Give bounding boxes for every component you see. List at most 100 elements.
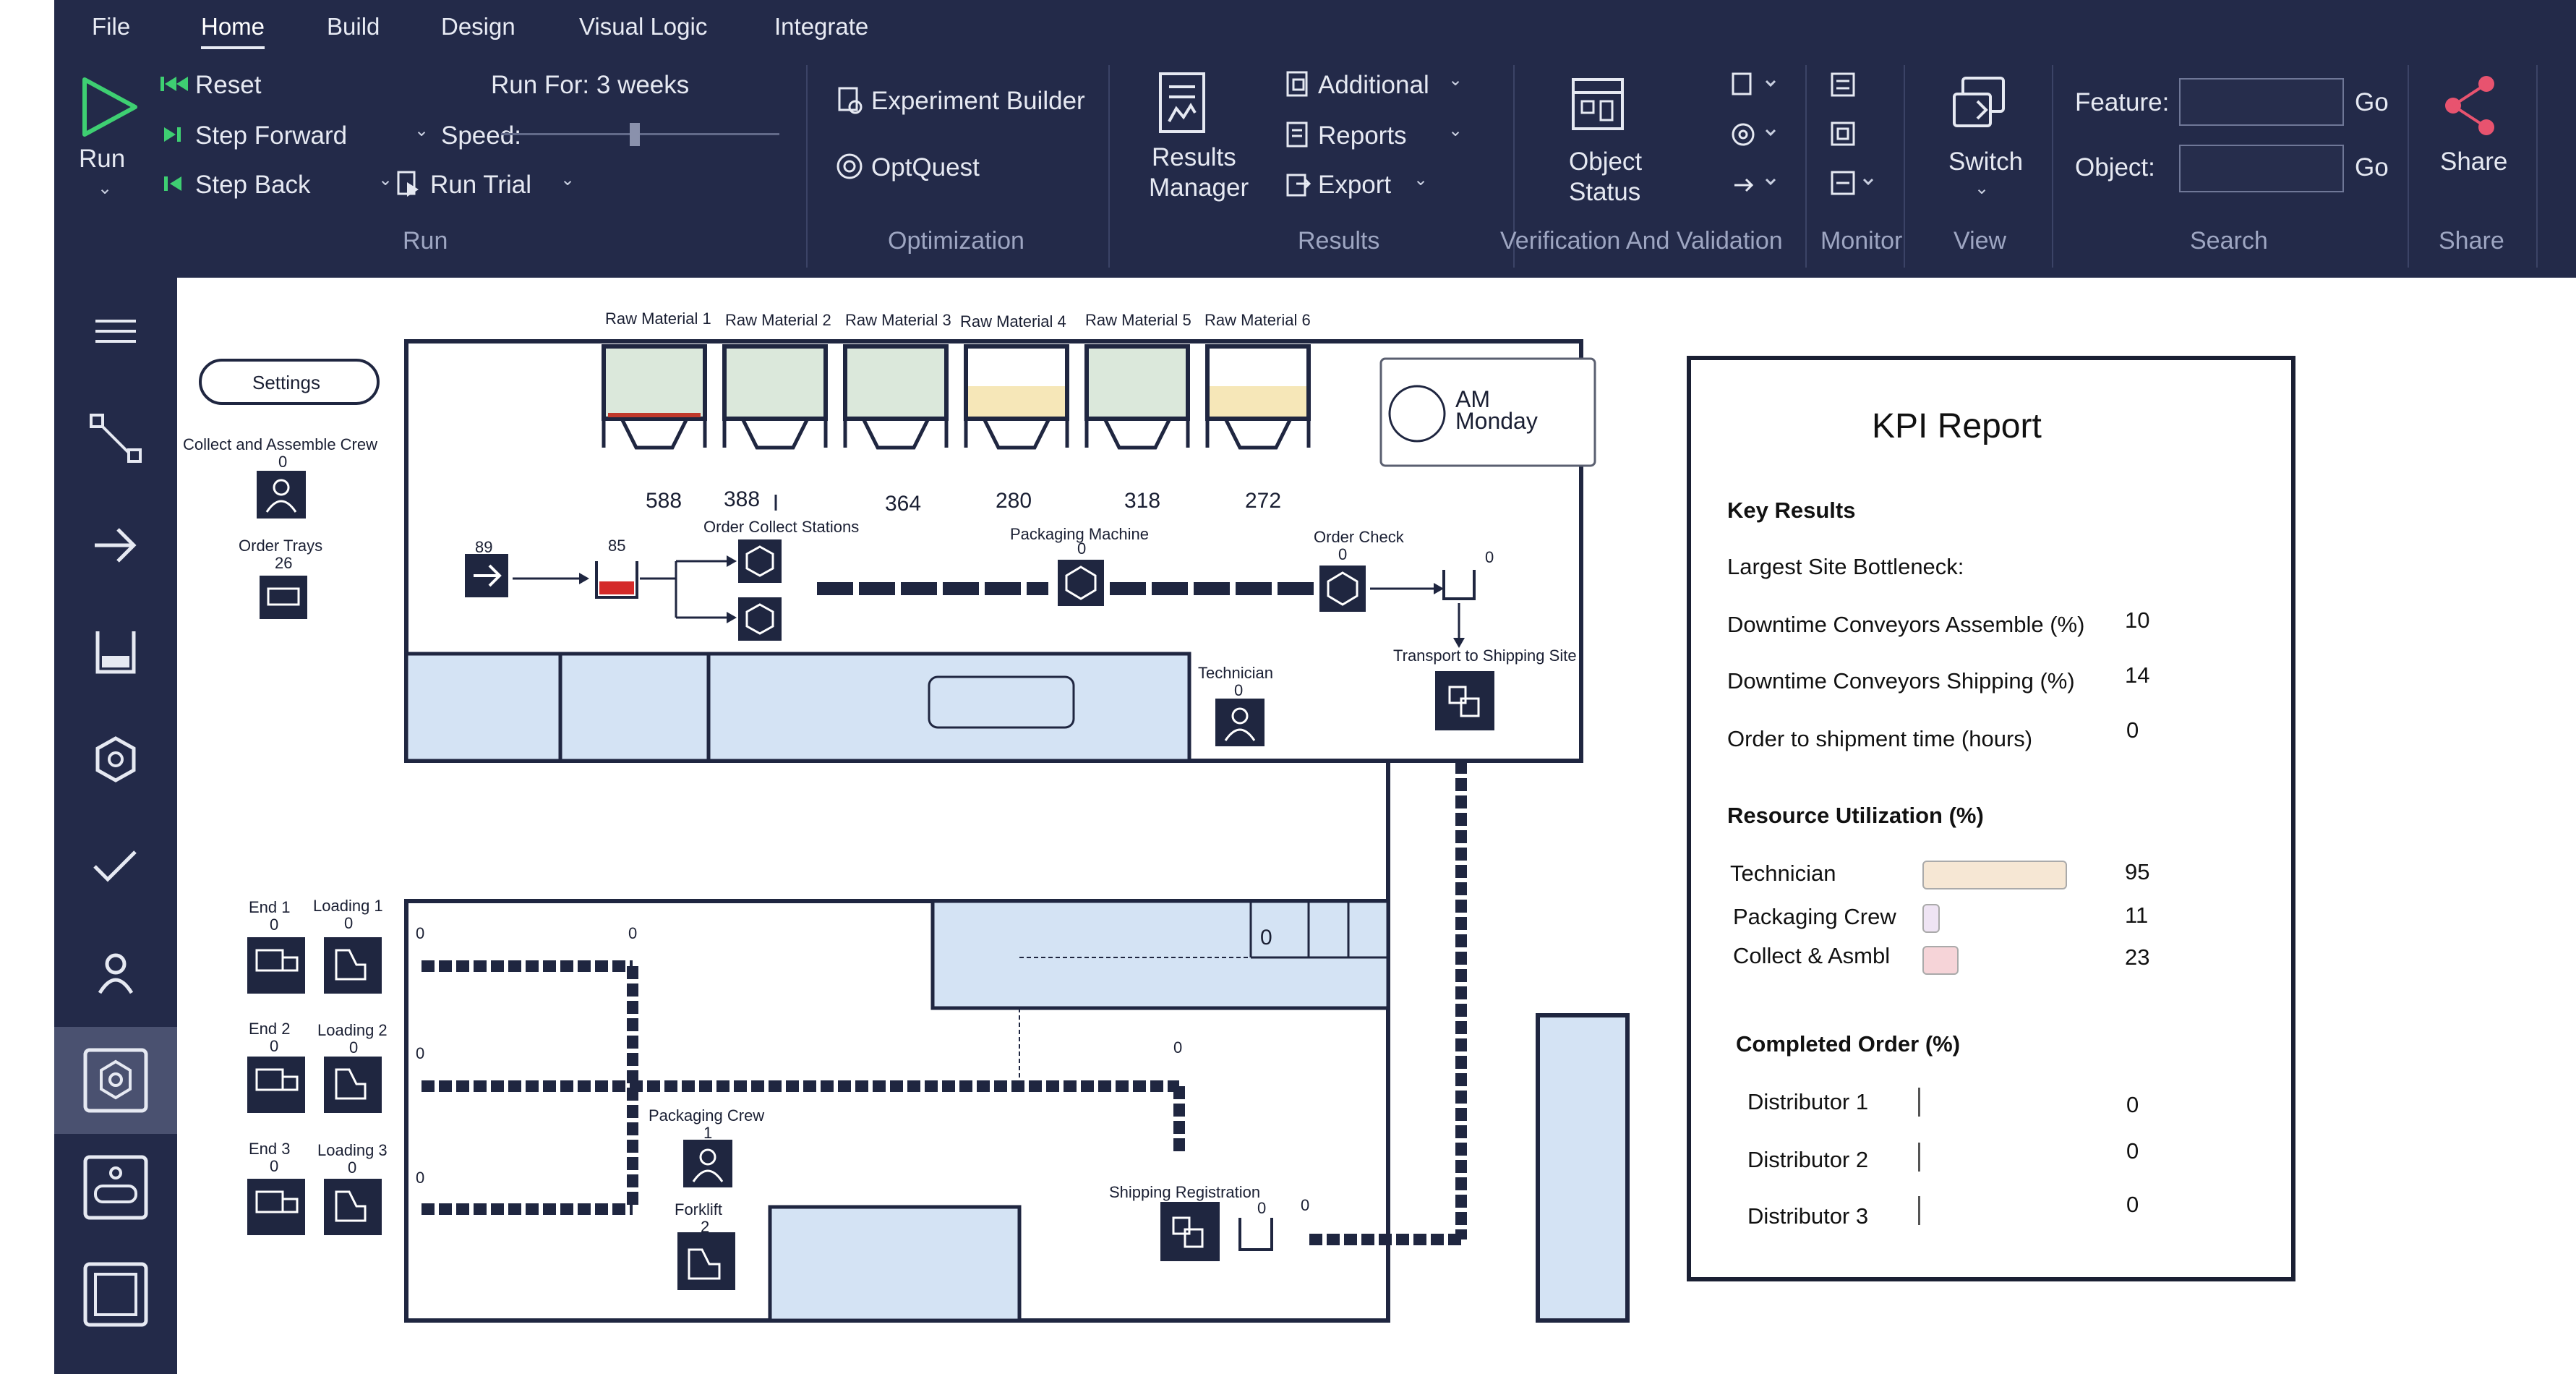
watch-button[interactable] bbox=[1730, 120, 1781, 153]
collect-asmbl-util-bar bbox=[1922, 946, 1959, 975]
chevron-down-icon: ⌄ bbox=[378, 170, 393, 189]
results-manager-button[interactable]: Results Manager bbox=[1149, 71, 1249, 202]
resource-util-heading: Resource Utilization (%) bbox=[1727, 803, 1984, 828]
loading-2-count: 0 bbox=[349, 1038, 359, 1057]
experiment-builder-button[interactable]: Experiment Builder bbox=[835, 85, 1085, 119]
group-separator bbox=[1108, 65, 1110, 268]
reset-button[interactable]: Reset bbox=[158, 71, 261, 101]
lane-1-count-a: 0 bbox=[416, 924, 425, 942]
object-status-button[interactable]: Object Status bbox=[1569, 75, 1642, 206]
menu-toggle-button[interactable] bbox=[54, 278, 177, 385]
menu-build[interactable]: Build bbox=[327, 13, 380, 40]
completed-order-heading: Completed Order (%) bbox=[1736, 1031, 1961, 1057]
packaging-crew-util-label: Packaging Crew bbox=[1733, 904, 1896, 929]
group-separator bbox=[2408, 65, 2409, 268]
jump-button[interactable] bbox=[1730, 169, 1781, 202]
results-manager-label-1: Results bbox=[1152, 143, 1236, 171]
check-queue-count: 0 bbox=[1485, 548, 1494, 566]
activity-alt-tool-button[interactable] bbox=[54, 1027, 177, 1134]
step-forward-button[interactable]: Step Forward ⌄ bbox=[161, 121, 429, 151]
end-2-count: 0 bbox=[270, 1037, 279, 1055]
switch-button[interactable]: Switch ⌄ bbox=[1948, 72, 2023, 198]
group-label-vv: Verification And Validation bbox=[1500, 227, 1783, 255]
forklift-count: 2 bbox=[701, 1218, 710, 1236]
menu-home[interactable]: Home bbox=[201, 13, 265, 49]
technician-util-bar bbox=[1922, 861, 2067, 889]
additional-button[interactable]: Additional ⌄ bbox=[1283, 69, 1463, 102]
shipping-queue bbox=[1238, 1218, 1273, 1251]
menu-design[interactable]: Design bbox=[441, 13, 515, 40]
person-icon bbox=[98, 953, 134, 994]
area-tool-button[interactable] bbox=[54, 1241, 177, 1348]
hamburger-icon bbox=[95, 320, 136, 343]
resource-tool-button[interactable] bbox=[54, 920, 177, 1027]
step-forward-icon bbox=[164, 127, 181, 142]
group-separator bbox=[2536, 65, 2538, 268]
run-button[interactable]: Run ⌄ bbox=[76, 72, 141, 198]
switch-icon bbox=[1953, 77, 2005, 127]
arrival-tool-button[interactable] bbox=[54, 492, 177, 599]
distributor-2-value: 0 bbox=[2126, 1138, 2139, 1164]
packaging-machine-count: 0 bbox=[1077, 539, 1087, 558]
trace-button[interactable] bbox=[1730, 71, 1781, 103]
feature-go-button[interactable]: Go bbox=[2355, 88, 2389, 116]
raw-material-1-count: 588 bbox=[646, 489, 682, 513]
order-trays-resource bbox=[260, 576, 307, 619]
group-label-search: Search bbox=[2190, 227, 2268, 255]
order-check-label: Order Check bbox=[1314, 528, 1404, 546]
storage-room bbox=[768, 1205, 1022, 1323]
facility-layout bbox=[199, 339, 1630, 1323]
list-icon bbox=[1831, 72, 1855, 97]
settings-button[interactable]: Settings bbox=[252, 372, 320, 393]
optquest-label: OptQuest bbox=[871, 153, 980, 182]
group-separator bbox=[806, 65, 808, 268]
slider-thumb[interactable] bbox=[630, 123, 640, 146]
group-label-share: Share bbox=[2439, 227, 2504, 255]
export-button[interactable]: Export ⌄ bbox=[1283, 169, 1428, 202]
monitor-table-button[interactable] bbox=[1829, 120, 1858, 153]
raw-material-2-label: Raw Material 2 bbox=[725, 311, 831, 329]
jump-arrow-icon bbox=[1734, 178, 1776, 192]
reports-label: Reports bbox=[1318, 121, 1407, 150]
object-status-icon bbox=[1572, 78, 1624, 130]
step-back-label: Step Back bbox=[195, 171, 311, 199]
trace-icon bbox=[1732, 72, 1776, 95]
step-back-icon bbox=[164, 176, 181, 191]
feature-input[interactable] bbox=[2179, 78, 2344, 126]
menu-file[interactable]: File bbox=[92, 13, 131, 40]
menu-visual-logic[interactable]: Visual Logic bbox=[579, 13, 708, 40]
object-go-button[interactable]: Go bbox=[2355, 153, 2389, 182]
share-label: Share bbox=[2440, 148, 2508, 176]
order-queue bbox=[595, 561, 638, 599]
group-separator bbox=[1513, 65, 1515, 268]
menu-integrate[interactable]: Integrate bbox=[774, 13, 869, 40]
queue-tool-button[interactable] bbox=[54, 599, 177, 706]
model-canvas[interactable]: Settings Collect and Assemble Crew 0 Ord… bbox=[177, 278, 2576, 1374]
tool-sidebar bbox=[54, 278, 177, 1374]
shipping-registration-label: Shipping Registration bbox=[1109, 1183, 1261, 1201]
order-check-count: 0 bbox=[1338, 545, 1348, 563]
step-back-button[interactable]: Step Back ⌄ bbox=[161, 170, 393, 200]
run-trial-button[interactable]: Run Trial ⌄ bbox=[394, 169, 575, 202]
square-frame-icon bbox=[83, 1262, 148, 1327]
results-manager-label-2: Manager bbox=[1149, 174, 1249, 202]
exit-tool-button[interactable] bbox=[54, 813, 177, 920]
share-button[interactable]: Share bbox=[2440, 72, 2507, 176]
reports-button[interactable]: Reports ⌄ bbox=[1283, 120, 1463, 153]
export-label: Export bbox=[1318, 171, 1392, 199]
monitor-log-button[interactable] bbox=[1829, 169, 1880, 202]
share-icon bbox=[2445, 76, 2494, 135]
packaging-crew-util-bar bbox=[1922, 904, 1940, 933]
speed-slider[interactable] bbox=[501, 123, 779, 146]
menu-bar: File Home Build Design Visual Logic Inte… bbox=[54, 0, 2576, 61]
kpi-report-panel: KPI Report Key Results Largest Site Bott… bbox=[1687, 356, 2295, 1281]
monitor-list-button[interactable] bbox=[1829, 71, 1858, 103]
route-tool-button[interactable] bbox=[54, 385, 177, 492]
optquest-button[interactable]: OptQuest bbox=[835, 152, 980, 186]
object-input[interactable] bbox=[2179, 145, 2344, 192]
packaging-crew-util-value: 11 bbox=[2125, 903, 2149, 928]
route-icon bbox=[90, 414, 142, 463]
activity-tool-button[interactable] bbox=[54, 706, 177, 813]
raw-material-4-label: Raw Material 4 bbox=[960, 312, 1066, 330]
process-tool-button[interactable] bbox=[54, 1134, 177, 1241]
